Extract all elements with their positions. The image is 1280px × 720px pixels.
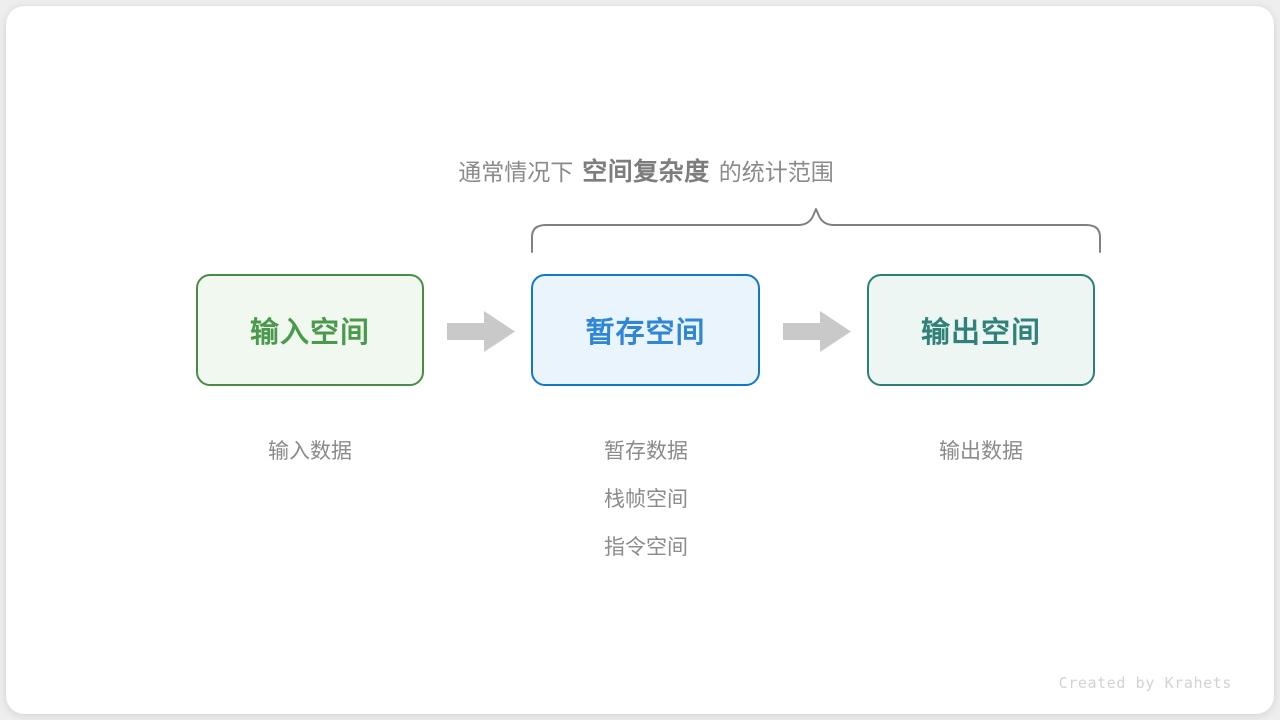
brace-caption-lead: 通常情况下 bbox=[458, 159, 574, 185]
box-temp-space-label: 暂存空间 bbox=[585, 317, 706, 349]
box-output-space-label: 输出空间 bbox=[920, 317, 1041, 349]
upward-curly-brace-icon bbox=[531, 208, 1101, 253]
brace-caption-trail: 的统计范围 bbox=[718, 159, 834, 185]
caption-input-space: 输入数据 bbox=[190, 428, 430, 476]
caption-line: 输出数据 bbox=[939, 440, 1023, 463]
caption-line: 栈帧空间 bbox=[604, 488, 688, 511]
caption-line: 指令空间 bbox=[604, 536, 688, 559]
box-temp-space[interactable]: 暂存空间 bbox=[531, 274, 760, 386]
diagram-canvas: 通常情况下空间复杂度的统计范围 输入空间 暂存空间 输出空间 输入数据 暂存数据… bbox=[6, 6, 1274, 714]
box-input-space[interactable]: 输入空间 bbox=[196, 274, 424, 386]
caption-line: 暂存数据 bbox=[604, 440, 688, 463]
box-input-space-label: 输入空间 bbox=[249, 317, 370, 349]
caption-line: 输入数据 bbox=[268, 440, 352, 463]
brace-caption: 通常情况下空间复杂度的统计范围 bbox=[6, 156, 1274, 188]
caption-output-space: 输出数据 bbox=[861, 428, 1101, 476]
arrow-right-icon bbox=[783, 311, 851, 352]
box-output-space[interactable]: 输出空间 bbox=[867, 274, 1095, 386]
credit-text: Created by Krahets bbox=[1058, 674, 1232, 692]
arrow-right-icon bbox=[447, 311, 515, 352]
brace-caption-emphasis: 空间复杂度 bbox=[582, 158, 710, 186]
caption-temp-space: 暂存数据 栈帧空间 指令空间 bbox=[526, 428, 766, 572]
